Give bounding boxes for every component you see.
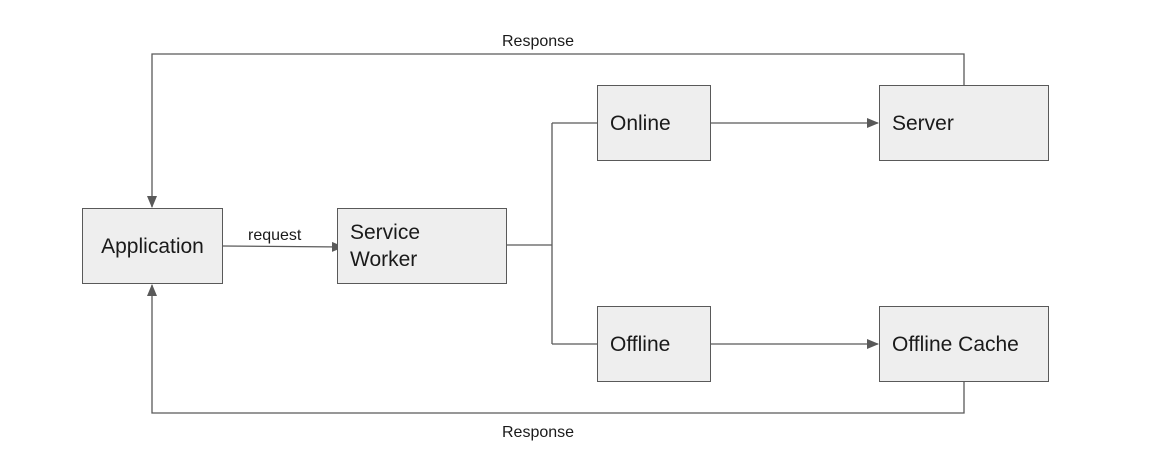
offline-cache-label: Offline Cache: [892, 332, 1019, 356]
offline-cache-node: Offline Cache: [879, 306, 1049, 382]
service-worker-node: Service Worker: [337, 208, 507, 284]
service-worker-label-line2: Worker: [350, 248, 418, 271]
request-edge-label: request: [248, 227, 302, 244]
response-bottom-arrow: [147, 284, 965, 414]
application-label: Application: [101, 234, 204, 258]
online-label: Online: [610, 111, 671, 135]
branch-connector: [507, 122, 597, 345]
server-node: Server: [879, 85, 1049, 161]
application-node: Application: [82, 208, 223, 284]
offline-node: Offline: [597, 306, 711, 382]
response-top-edge-label: Response: [502, 33, 575, 50]
response-bottom-edge-label: Response: [502, 424, 575, 441]
online-node: Online: [597, 85, 711, 161]
response-top-arrow: [147, 53, 965, 208]
request-arrow: [222, 241, 344, 252]
service-worker-label-line1: Service: [350, 221, 421, 244]
offline-label: Offline: [610, 332, 671, 356]
server-label: Server: [892, 111, 954, 135]
